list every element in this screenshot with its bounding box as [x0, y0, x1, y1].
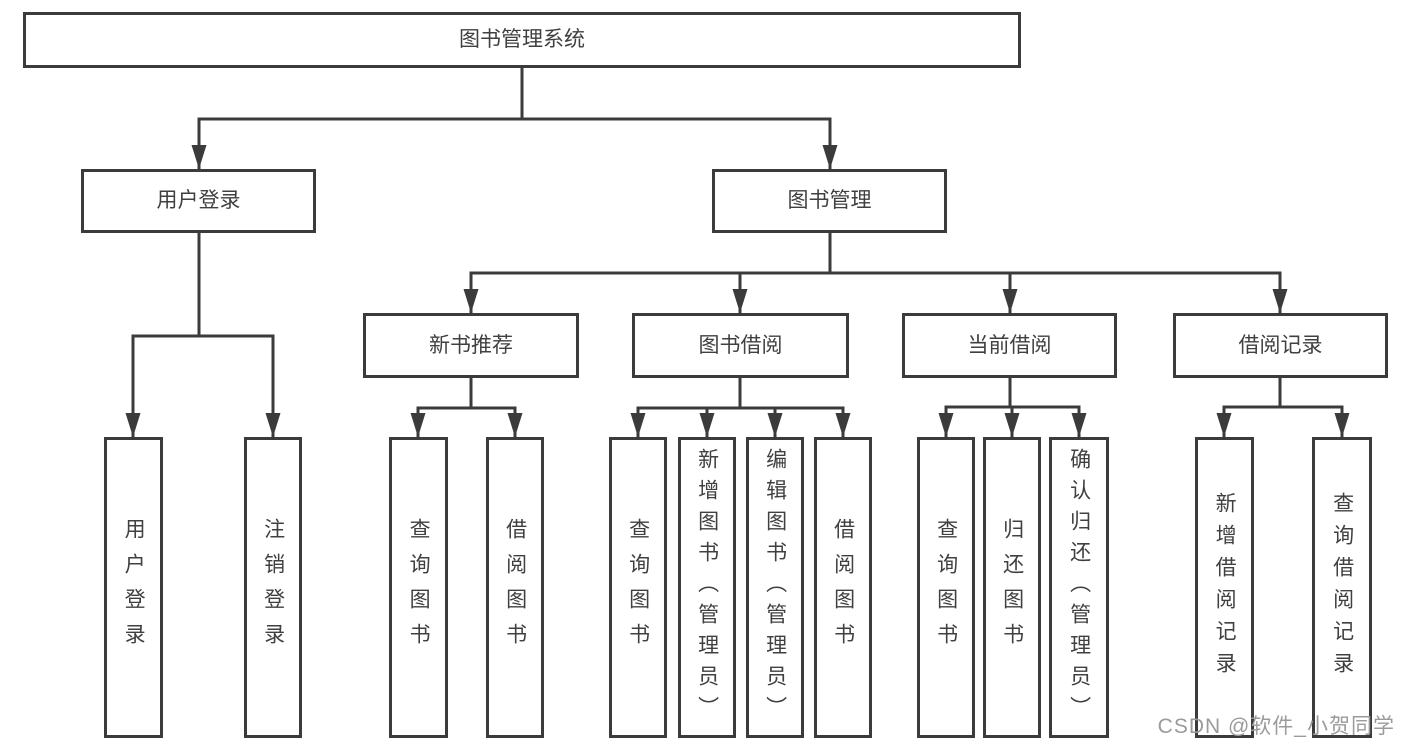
- node-label: 图书管理系统: [459, 28, 585, 52]
- node-leaf-logout: 注销登录: [244, 437, 302, 738]
- node-leaf-add-books-admin: 新增图书（管理员）: [678, 437, 736, 738]
- node-leaf-query-books-1: 查询图书: [389, 437, 448, 738]
- node-label: 新增借阅记录: [1213, 491, 1237, 684]
- node-current-borrowing: 当前借阅: [902, 313, 1117, 378]
- node-label: 查询图书: [934, 517, 958, 658]
- node-leaf-borrow-books-1: 借阅图书: [486, 437, 544, 738]
- node-label: 注销登录: [261, 517, 285, 658]
- connector-book-borrowing-children: [630, 376, 851, 437]
- connector-user-login-children: [125, 231, 281, 437]
- node-root-system: 图书管理系统: [23, 12, 1021, 68]
- node-label: 新书推荐: [429, 333, 513, 357]
- node-label: 图书借阅: [698, 333, 783, 357]
- node-label: 借阅图书: [503, 517, 527, 658]
- node-leaf-confirm-return-admin: 确认归还（管理员）: [1049, 437, 1109, 738]
- node-book-management: 图书管理: [712, 169, 947, 233]
- node-label: 新增图书（管理员）: [695, 448, 719, 727]
- node-label: 借阅记录: [1238, 333, 1323, 357]
- node-leaf-query-books-2: 查询图书: [609, 437, 667, 738]
- node-label: 归还图书: [1000, 517, 1024, 658]
- node-label: 用户登录: [122, 517, 146, 658]
- node-book-borrowing: 图书借阅: [632, 313, 849, 378]
- node-label: 当前借阅: [967, 333, 1052, 357]
- node-leaf-borrow-books-2: 借阅图书: [814, 437, 872, 738]
- node-label: 用户登录: [156, 189, 241, 213]
- connector-root-to-level2: [191, 66, 838, 169]
- node-leaf-user-login: 用户登录: [104, 437, 163, 738]
- connector-borrowing-records-children: [1216, 376, 1350, 437]
- node-label: 查询图书: [626, 517, 650, 658]
- node-label: 编辑图书（管理员）: [763, 448, 787, 727]
- node-leaf-edit-books-admin: 编辑图书（管理员）: [746, 437, 804, 738]
- node-leaf-query-books-3: 查询图书: [917, 437, 975, 738]
- connector-book-management-children: [463, 231, 1288, 313]
- node-leaf-add-borrow-record: 新增借阅记录: [1195, 437, 1254, 738]
- node-label: 查询借阅记录: [1330, 491, 1354, 684]
- node-label: 查询图书: [407, 517, 431, 658]
- connector-current-borrowing-children: [938, 376, 1087, 437]
- node-label: 确认归还（管理员）: [1067, 448, 1091, 727]
- node-new-book-recommend: 新书推荐: [363, 313, 579, 378]
- node-borrowing-records: 借阅记录: [1173, 313, 1388, 378]
- node-leaf-query-borrow-record: 查询借阅记录: [1312, 437, 1372, 738]
- node-leaf-return-books: 归还图书: [983, 437, 1041, 738]
- node-label: 图书管理: [787, 189, 872, 213]
- node-user-login: 用户登录: [81, 169, 316, 233]
- node-label: 借阅图书: [831, 517, 855, 658]
- watermark: CSDN @软件_小贺同学: [1157, 715, 1395, 738]
- connector-new-book-recommend-children: [410, 376, 523, 437]
